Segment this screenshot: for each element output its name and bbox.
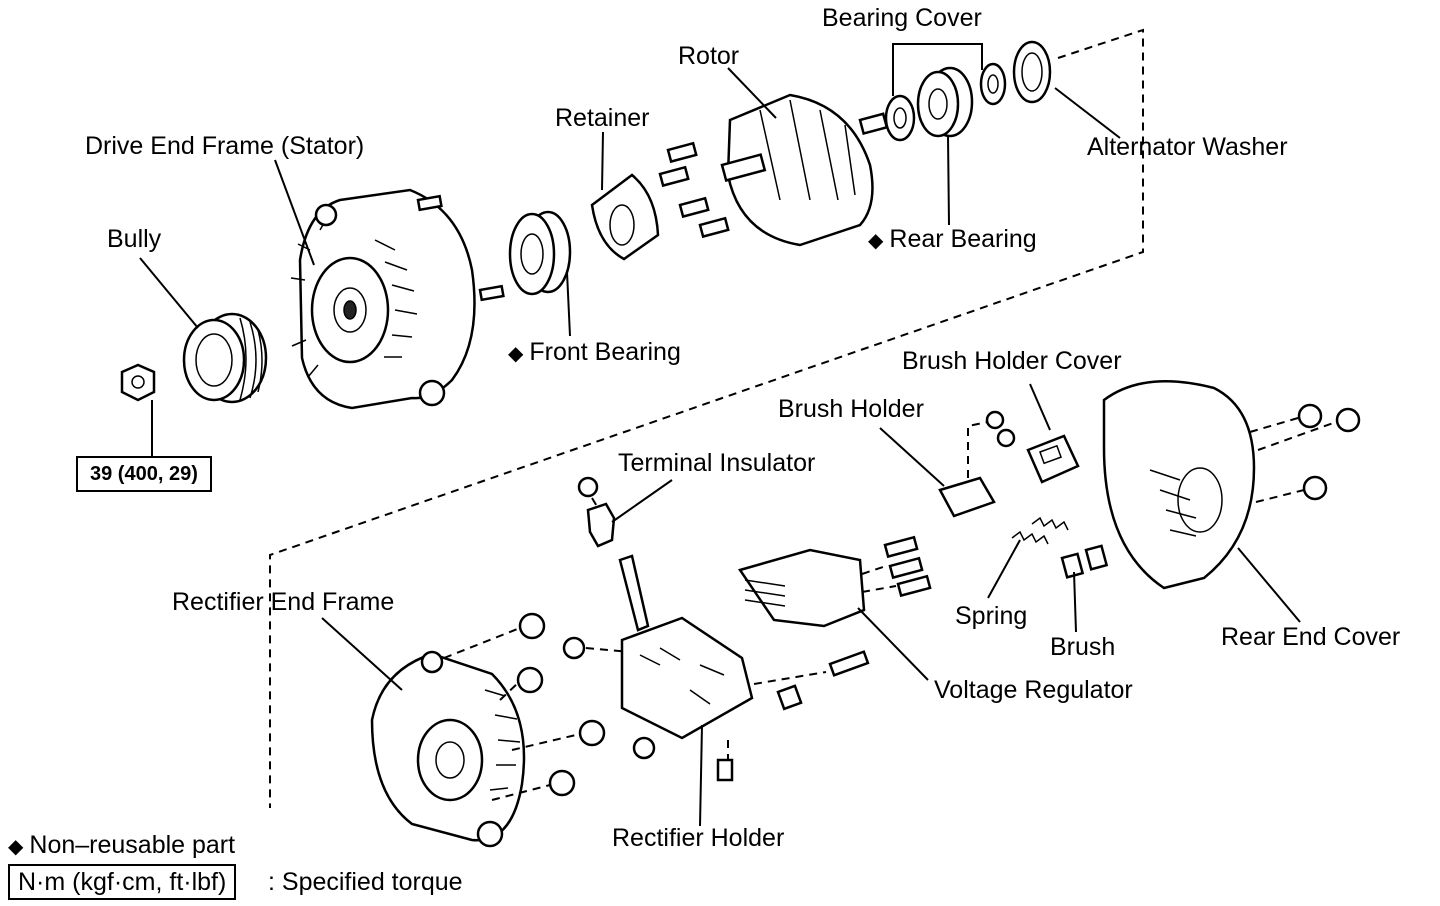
legend-torque-text: : Specified torque: [268, 868, 463, 896]
non-reusable-marker-icon: ◆: [868, 230, 884, 252]
label-alternator-washer: Alternator Washer: [1087, 133, 1288, 161]
legend-torque-unit-box: N·m (kgf·cm, ft·lbf): [8, 864, 237, 900]
label-drive-end-frame: Drive End Frame (Stator): [85, 132, 365, 160]
label-bully: Bully: [107, 225, 162, 253]
rear-bearing-part: [884, 62, 1007, 142]
rectifier-end-frame-part: [370, 650, 526, 848]
voltage-regulator-part: [737, 535, 932, 628]
label-spring: Spring: [955, 602, 1028, 630]
non-reusable-marker-icon: ◆: [508, 343, 524, 365]
retainer-part: [590, 141, 730, 261]
rotor-part: [720, 93, 889, 247]
label-voltage-regulator: Voltage Regulator: [934, 676, 1133, 704]
label-retainer: Retainer: [555, 104, 650, 132]
alternator-washer-part: [1012, 40, 1052, 104]
label-rotor: Rotor: [678, 42, 740, 70]
pulley-part: [182, 312, 268, 404]
brush-holder-part: [938, 410, 1016, 518]
upper-dashed-boundary: [269, 28, 1144, 808]
frame-nuts-part: [516, 612, 656, 797]
rectifier-holder-part: [618, 554, 870, 782]
spring-part: [1011, 516, 1069, 545]
label-bearing-cover: Bearing Cover: [822, 4, 982, 32]
label-front-bearing: ◆Front Bearing: [508, 338, 681, 368]
rear-end-cover-part: [1102, 380, 1256, 590]
pulley-nut-part: [120, 363, 156, 402]
label-rear-bearing: ◆Rear Bearing: [868, 225, 1037, 255]
label-terminal-insulator: Terminal Insulator: [618, 449, 816, 477]
legend-non-reusable-text: Non–reusable part: [29, 831, 236, 859]
label-brush: Brush: [1050, 633, 1116, 661]
front-bearing-text: Front Bearing: [529, 338, 681, 366]
label-brush-holder: Brush Holder: [778, 395, 924, 423]
drive-end-frame-part: [290, 188, 505, 410]
terminal-insulator-part: [577, 476, 616, 548]
brush-holder-cover-part: [1026, 434, 1080, 484]
legend-non-reusable: ◆Non–reusable part: [8, 831, 235, 861]
front-bearing-part: [508, 210, 572, 296]
brush-part: [1060, 544, 1109, 579]
rear-bearing-text: Rear Bearing: [889, 225, 1037, 253]
torque-spec-box: 39 (400, 29): [76, 456, 212, 492]
label-rectifier-holder: Rectifier Holder: [612, 824, 785, 852]
non-reusable-legend-icon: ◆: [8, 836, 24, 858]
label-rear-end-cover: Rear End Cover: [1221, 623, 1401, 651]
label-brush-holder-cover: Brush Holder Cover: [902, 347, 1122, 375]
cover-nuts-part: [1297, 403, 1361, 501]
label-rectifier-end-frame: Rectifier End Frame: [172, 588, 395, 616]
